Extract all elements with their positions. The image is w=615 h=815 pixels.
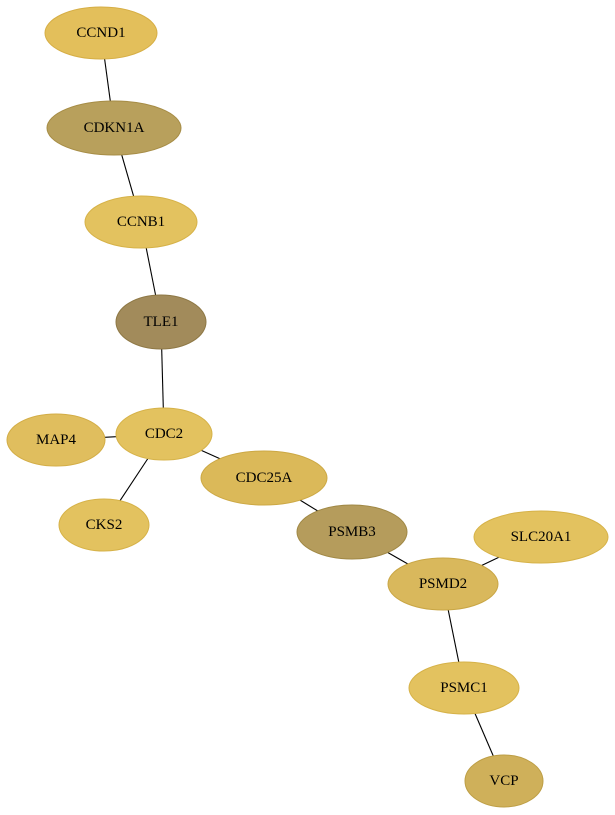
node-cks2: CKS2 — [58, 498, 150, 552]
node-ellipse — [44, 6, 158, 60]
node-map4: MAP4 — [6, 413, 106, 467]
node-psmc1: PSMC1 — [408, 661, 520, 715]
node-ellipse — [46, 100, 182, 156]
edge-ccnb1-tle1 — [145, 247, 157, 296]
node-ellipse — [6, 413, 106, 467]
node-ellipse — [200, 450, 328, 506]
edge-cdc2-cdc25a — [201, 449, 221, 460]
node-tle1: TLE1 — [115, 294, 207, 350]
node-ccnb1: CCNB1 — [84, 195, 198, 249]
node-ellipse — [387, 557, 499, 611]
edge-psmb3-psmd2 — [387, 552, 409, 565]
edges-layer — [104, 58, 500, 757]
node-psmd2: PSMD2 — [387, 557, 499, 611]
edge-cdc2-cks2 — [119, 458, 149, 502]
node-ellipse — [115, 407, 213, 461]
edge-ccnd1-cdkn1a — [104, 58, 111, 102]
node-psmb3: PSMB3 — [296, 504, 408, 560]
edge-cdkn1a-ccnb1 — [121, 154, 135, 197]
edge-psmc1-vcp — [474, 713, 494, 757]
node-slc20a1: SLC20A1 — [473, 510, 609, 564]
node-ellipse — [296, 504, 408, 560]
node-cdc2: CDC2 — [115, 407, 213, 461]
node-ellipse — [408, 661, 520, 715]
node-ellipse — [58, 498, 150, 552]
edge-psmd2-psmc1 — [447, 609, 460, 663]
edge-cdc25a-psmb3 — [299, 499, 318, 512]
node-cdkn1a: CDKN1A — [46, 100, 182, 156]
node-ellipse — [115, 294, 207, 350]
node-ellipse — [464, 754, 544, 808]
node-vcp: VCP — [464, 754, 544, 808]
edge-psmd2-slc20a1 — [481, 556, 500, 566]
node-ellipse — [84, 195, 198, 249]
node-ellipse — [473, 510, 609, 564]
edge-tle1-cdc2 — [161, 348, 164, 409]
node-cdc25a: CDC25A — [200, 450, 328, 506]
node-ccnd1: CCND1 — [44, 6, 158, 60]
edge-cdc2-map4 — [104, 436, 117, 438]
